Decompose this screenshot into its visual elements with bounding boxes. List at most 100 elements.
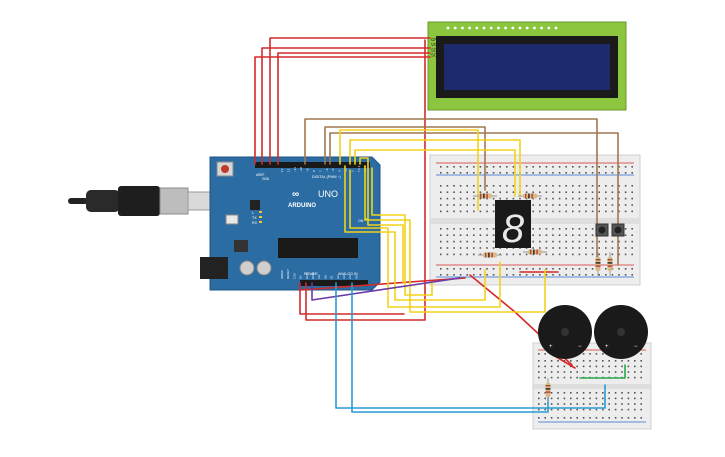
arduino-infinity-logo: ∞ (292, 189, 299, 200)
breadboard-hole (631, 247, 633, 249)
breadboard-hole (565, 274, 567, 276)
arduino-uno-board[interactable]: ∞ ARDUINO UNO DIGITAL (PWM ~) POWER ANAL… (200, 156, 381, 291)
rx-led (259, 221, 262, 223)
breadboard-hole (557, 360, 559, 362)
breadboard-hole (473, 228, 475, 230)
breadboard-hole (614, 403, 617, 405)
buzzer-1[interactable]: + − (538, 305, 592, 359)
wire-brown-1[interactable] (304, 118, 598, 266)
breadboard-hole (614, 371, 617, 373)
seven-segment-display[interactable]: 8 (495, 200, 531, 251)
lcd-pin-label: SCL (431, 53, 440, 58)
wire-red-5v-loop[interactable] (305, 39, 426, 321)
atmega-chip (278, 238, 358, 258)
breadboard-hole (499, 253, 501, 256)
breadboard-hole (544, 360, 546, 362)
resistor[interactable] (523, 249, 547, 255)
wire-red-lcd-gnd[interactable] (254, 56, 431, 165)
wire-yellow-5[interactable] (344, 165, 486, 301)
breadboard-hole (532, 268, 534, 270)
breadboard-hole (557, 397, 559, 400)
breadboard-hole (634, 376, 636, 379)
pushbuttons[interactable] (595, 223, 625, 237)
breadboard-hole (605, 253, 607, 256)
resistor[interactable] (473, 193, 497, 199)
wire-brown-2[interactable] (324, 126, 486, 191)
breadboard-hole (572, 210, 574, 213)
resistor[interactable] (478, 252, 502, 258)
breadboard-hole (563, 397, 566, 400)
breadboard-hole (552, 204, 554, 206)
breadboard-hole (486, 166, 488, 168)
wire-yellow-4[interactable] (359, 157, 404, 283)
wire-yellow-2[interactable] (349, 139, 521, 197)
breadboard-hole (558, 197, 561, 200)
wire-brown-3[interactable] (329, 132, 619, 266)
breadboard-hole (466, 204, 468, 206)
breadboard-hole (492, 274, 495, 276)
wire-red-power[interactable] (299, 282, 405, 315)
wire-red-lcd-vcc[interactable] (261, 47, 431, 165)
resistor[interactable] (545, 378, 551, 402)
wire-blue-1[interactable] (335, 282, 606, 409)
resistor[interactable] (607, 252, 613, 276)
breadboard-hole (611, 185, 614, 187)
breadboard-hole (572, 228, 574, 230)
small-breadboard[interactable] (532, 342, 652, 430)
tx-led-label: TX (252, 216, 257, 220)
crystal (225, 214, 239, 225)
wire-green[interactable] (579, 364, 626, 379)
breadboard-hole (532, 247, 534, 249)
lcd-screen (444, 44, 610, 90)
main-breadboard[interactable] (429, 154, 641, 286)
breadboard-hole (459, 228, 462, 230)
breadboard-hole (582, 353, 585, 355)
resistor[interactable] (595, 252, 601, 276)
breadboard-hole (492, 268, 495, 270)
wire-red-rail[interactable] (299, 277, 466, 291)
breadboard-hole (591, 172, 594, 174)
breadboard-hole (572, 234, 574, 236)
breadboard-hole (473, 172, 475, 174)
wire-blue-2[interactable] (351, 282, 549, 413)
breadboard-hole (585, 228, 587, 230)
breadboard-hole (545, 253, 548, 256)
wire-red-lcd-sda[interactable] (269, 37, 431, 165)
breadboard-hole (453, 234, 455, 236)
wire-yellow-6[interactable] (349, 169, 501, 308)
breadboard-hole (621, 417, 623, 419)
reset-button[interactable] (221, 165, 229, 173)
breadboard-hole (578, 268, 581, 270)
breadboard-hole (558, 185, 561, 187)
breadboard-hole (558, 240, 561, 243)
lcd-header-pins (446, 26, 558, 30)
breadboard-hole (525, 268, 528, 270)
wire-yellow-3[interactable] (354, 149, 516, 197)
breadboard-hole (589, 417, 591, 419)
resistor[interactable] (518, 193, 542, 199)
breadboard-hole (585, 185, 587, 187)
breadboard-hole (582, 371, 585, 373)
wire-yellow-1[interactable] (339, 129, 479, 211)
breadboard-hole (631, 210, 633, 213)
breadboard-hole (614, 365, 617, 368)
breadboard-hole (598, 172, 600, 174)
wire-purple[interactable] (311, 277, 461, 301)
wire-yellow-7[interactable] (364, 165, 546, 313)
breadboard-hole (479, 185, 482, 187)
buzzer-2[interactable]: + − (594, 305, 648, 359)
breadboard-hole (558, 204, 561, 206)
breadboard-hole (466, 166, 468, 168)
breadboard-hole (605, 204, 607, 206)
breadboard-hole (598, 166, 600, 168)
wire-red-lcd-scl[interactable] (277, 52, 431, 165)
breadboard-hole (492, 185, 495, 187)
breadboard-hole (499, 197, 501, 200)
breadboard-hole (631, 268, 633, 270)
breadboard-hole (492, 210, 495, 213)
wire-yellow-8[interactable] (371, 167, 433, 296)
breadboard-hole (595, 392, 598, 394)
breadboard-hole (544, 376, 546, 379)
